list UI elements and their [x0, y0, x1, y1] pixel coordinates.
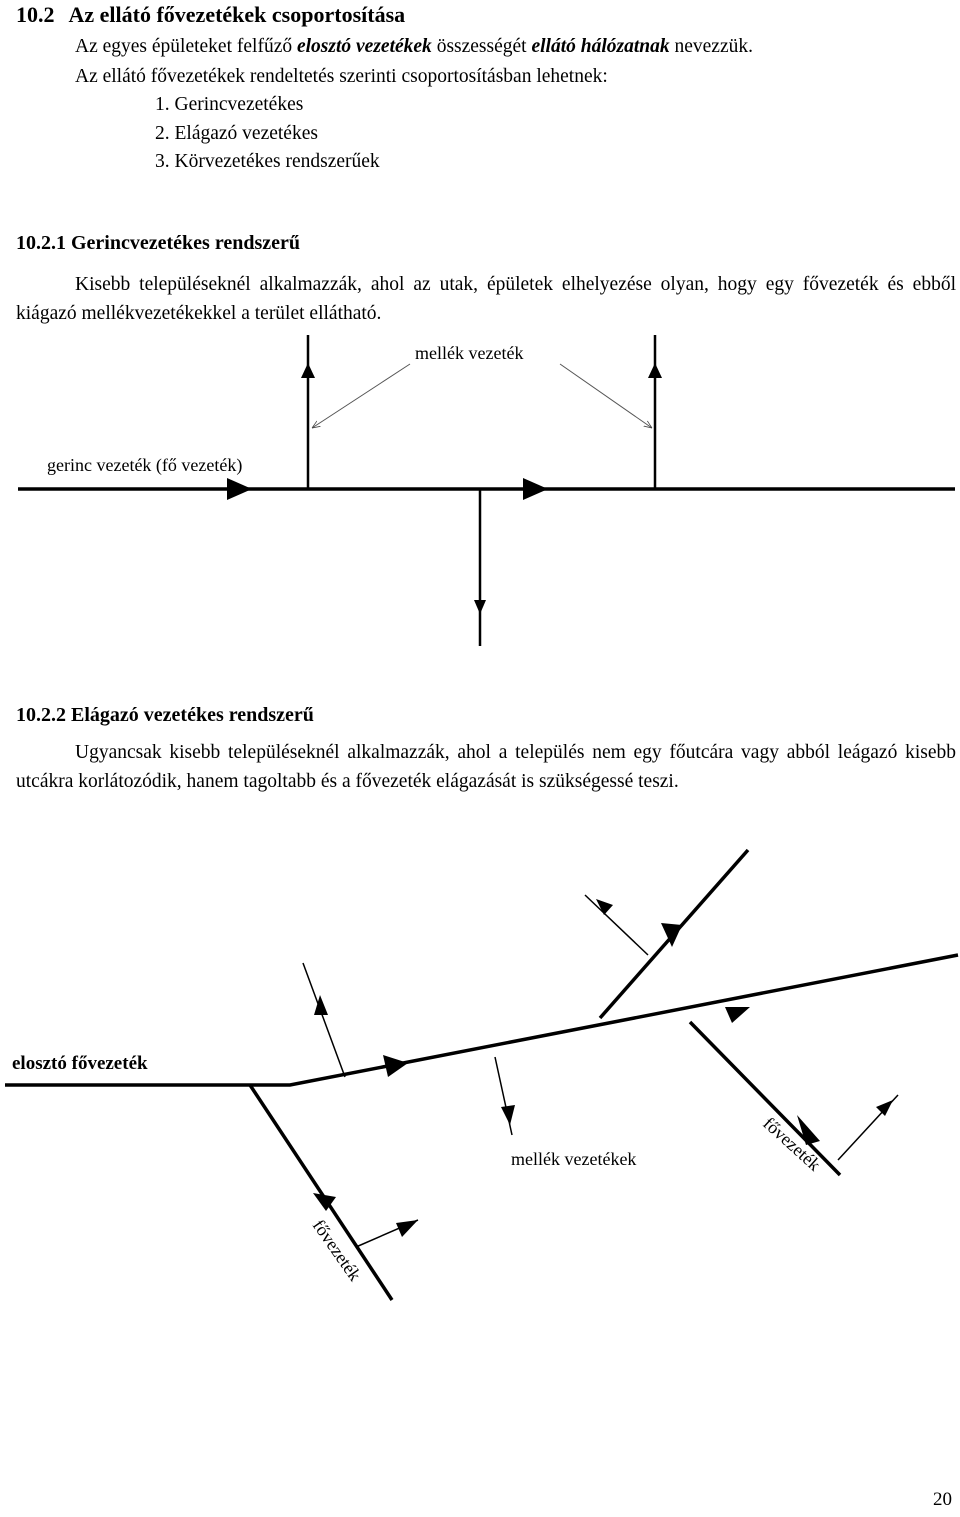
- branching-diagram: elosztó fővezeték mellék vezetékek fővez…: [5, 848, 959, 1301]
- main-line-label: elosztó fővezeték: [12, 1053, 148, 1074]
- branch-pipe: [302, 962, 346, 1078]
- fork-pipe: [688, 1020, 842, 1177]
- list-item: 1. Gerincvezetékes: [155, 94, 304, 115]
- section-heading: 10.2 Az ellátó fővezetékek csoportosítása: [16, 2, 405, 28]
- subsection-2-text: Ugyancsak kisebb településeknél alkalmaz…: [16, 739, 956, 796]
- subsection-2-body: Ugyancsak kisebb településeknél alkalmaz…: [16, 742, 956, 792]
- flow-arrow: [596, 899, 613, 915]
- intro-text-c: nevezzük.: [669, 36, 754, 57]
- branch-pipe: [584, 894, 649, 956]
- flow-arrow: [725, 1007, 750, 1023]
- list-item: 2. Elágazó vezetékes: [155, 123, 318, 144]
- flow-arrow: [648, 363, 662, 378]
- flow-arrow: [523, 478, 548, 500]
- flow-arrow: [797, 1115, 820, 1145]
- flow-arrow: [501, 1105, 515, 1125]
- flow-arrow: [301, 363, 315, 378]
- subsection-1-body: Kisebb településeknél alkalmazzák, ahol …: [16, 274, 956, 324]
- flow-arrow: [227, 478, 252, 500]
- intro-text-b: összességét: [431, 36, 532, 57]
- subsection-1-title: 10.2.1 Gerincvezetékes rendszerű: [16, 232, 300, 254]
- left-fork-label: fővezeték: [309, 1216, 366, 1285]
- intro-line-1: Az egyes épületeket felfűző elosztó veze…: [75, 36, 753, 58]
- flow-arrow: [314, 995, 328, 1015]
- main-pipe-line: [5, 953, 959, 1087]
- subsection-1-text: Kisebb településeknél alkalmazzák, ahol …: [16, 271, 956, 328]
- branch-label: mellék vezeték: [415, 343, 523, 363]
- backbone-diagram: mellék vezeték gerinc vezeték (fő vezeté…: [18, 335, 955, 646]
- flow-arrow: [661, 923, 682, 947]
- intro-term-1: elosztó vezetékek: [296, 36, 432, 57]
- right-fork-label: fővezeték: [759, 1113, 824, 1175]
- fork-pipe: [248, 1084, 394, 1301]
- flow-arrow: [313, 1193, 336, 1211]
- branches-label: mellék vezetékek: [511, 1149, 636, 1169]
- list-item: 3. Körvezetékes rendszerűek: [155, 151, 380, 172]
- section-number: 10.2: [16, 2, 55, 27]
- page-number: 20: [933, 1489, 952, 1510]
- intro-line-2: Az ellátó fővezetékek rendeltetés szerin…: [75, 66, 608, 87]
- section-title: Az ellátó fővezetékek csoportosítása: [68, 2, 406, 27]
- main-line-label: gerinc vezeték (fő vezeték): [47, 455, 242, 476]
- flow-arrow: [474, 600, 486, 614]
- intro-text-a: Az egyes épületeket felfűző: [75, 36, 297, 57]
- intro-term-2: ellátó hálózatnak: [531, 36, 670, 57]
- callout-line: [559, 363, 652, 428]
- callout-line: [312, 363, 411, 428]
- subsection-2-title: 10.2.2 Elágazó vezetékes rendszerű: [16, 704, 314, 726]
- flow-arrow: [396, 1220, 418, 1237]
- flow-arrow: [383, 1055, 408, 1077]
- flow-arrow: [876, 1100, 893, 1116]
